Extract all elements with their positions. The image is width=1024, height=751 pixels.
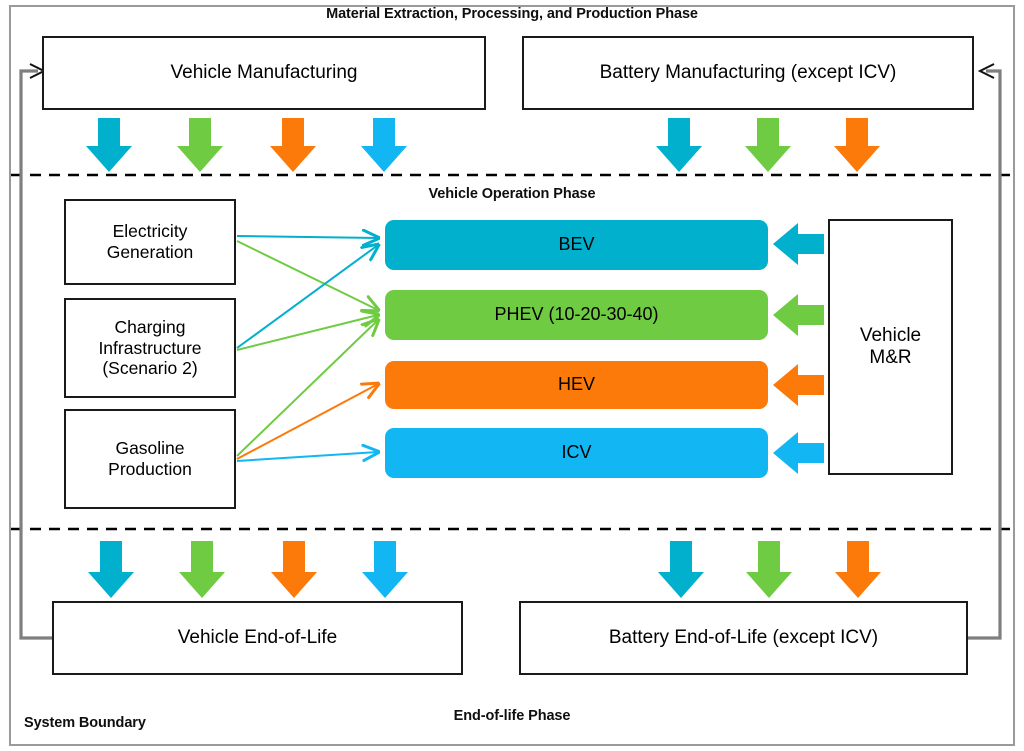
box-battery-eol-label: Battery End-of-Life (except ICV) — [608, 626, 879, 648]
box-battery-manufacturing-label: Battery Manufacturing (except ICV) — [599, 61, 897, 83]
box-battery-eol[interactable]: Battery End-of-Life (except ICV) — [519, 601, 968, 675]
bar-phev[interactable]: PHEV (10-20-30-40) — [385, 290, 768, 340]
system-boundary-label: System Boundary — [24, 715, 146, 731]
phase-title-operation: Vehicle Operation Phase — [428, 186, 596, 202]
bar-bev-label: BEV — [558, 234, 595, 255]
bar-bev[interactable]: BEV — [385, 220, 768, 270]
bar-icv[interactable]: ICV — [385, 428, 768, 478]
box-vehicle-eol[interactable]: Vehicle End-of-Life — [52, 601, 463, 675]
box-vehicle-manufacturing-label: Vehicle Manufacturing — [170, 61, 358, 83]
bar-hev-label: HEV — [557, 374, 595, 395]
phase-title-endoflife: End-of-life Phase — [453, 708, 571, 724]
phase-title-production: Material Extraction, Processing, and Pro… — [326, 6, 698, 22]
box-vehicle-eol-label: Vehicle End-of-Life — [177, 626, 338, 648]
bar-icv-label: ICV — [561, 442, 592, 463]
system-boundary-frame — [9, 5, 1015, 746]
bar-phev-label: PHEV (10-20-30-40) — [494, 304, 659, 325]
bar-hev[interactable]: HEV — [385, 361, 768, 409]
box-battery-manufacturing[interactable]: Battery Manufacturing (except ICV) — [522, 36, 974, 110]
box-vehicle-manufacturing[interactable]: Vehicle Manufacturing — [42, 36, 486, 110]
